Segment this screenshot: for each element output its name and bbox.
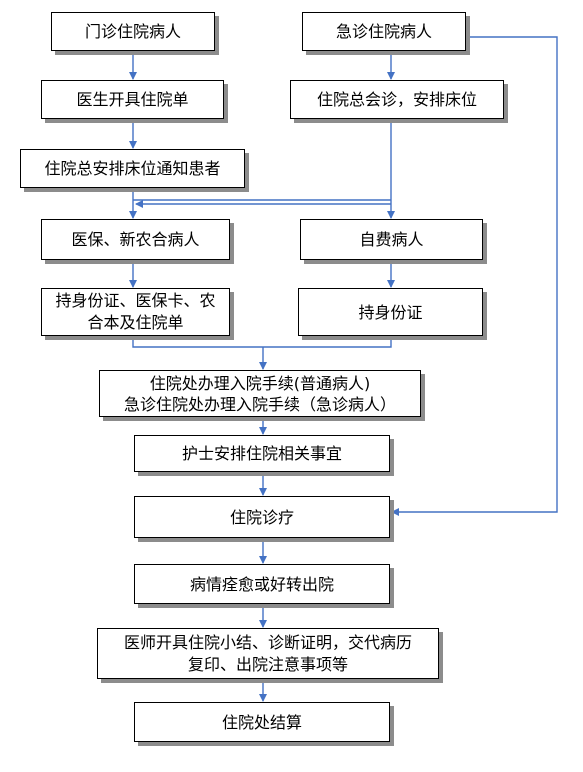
node-emergency: 急诊住院病人 <box>302 12 466 51</box>
node-self-pay-patient: 自费病人 <box>300 219 483 260</box>
node-admission-order: 医生开具住院单 <box>41 80 224 119</box>
bypass-emergency-to-treatment <box>391 36 558 516</box>
node-settlement: 住院处结算 <box>134 702 390 742</box>
node-nurse-arrangement: 护士安排住院相关事宜 <box>134 435 390 472</box>
node-consultation: 住院总会诊，安排床位 <box>290 80 504 119</box>
node-insured-documents: 持身份证、医保卡、农 合本及住院单 <box>41 288 230 336</box>
node-self-pay-documents: 持身份证 <box>298 288 483 336</box>
node-discharge-summary: 医师开具住院小结、诊断证明，交代病历 复印、出院注意事项等 <box>97 628 439 679</box>
node-insured-patient: 医保、新农合病人 <box>41 219 230 260</box>
node-admission-procedure: 住院处办理入院手续(普通病人) 急诊住院处办理入院手续（急诊病人） <box>99 370 421 417</box>
node-inpatient-treatment: 住院诊疗 <box>134 496 390 538</box>
node-outpatient: 门诊住院病人 <box>51 12 215 51</box>
node-recovery-discharge: 病情痊愈或好转出院 <box>134 564 390 604</box>
merge-documents-to-admission <box>132 336 392 348</box>
node-notify-patient: 住院总安排床位通知患者 <box>20 149 245 188</box>
